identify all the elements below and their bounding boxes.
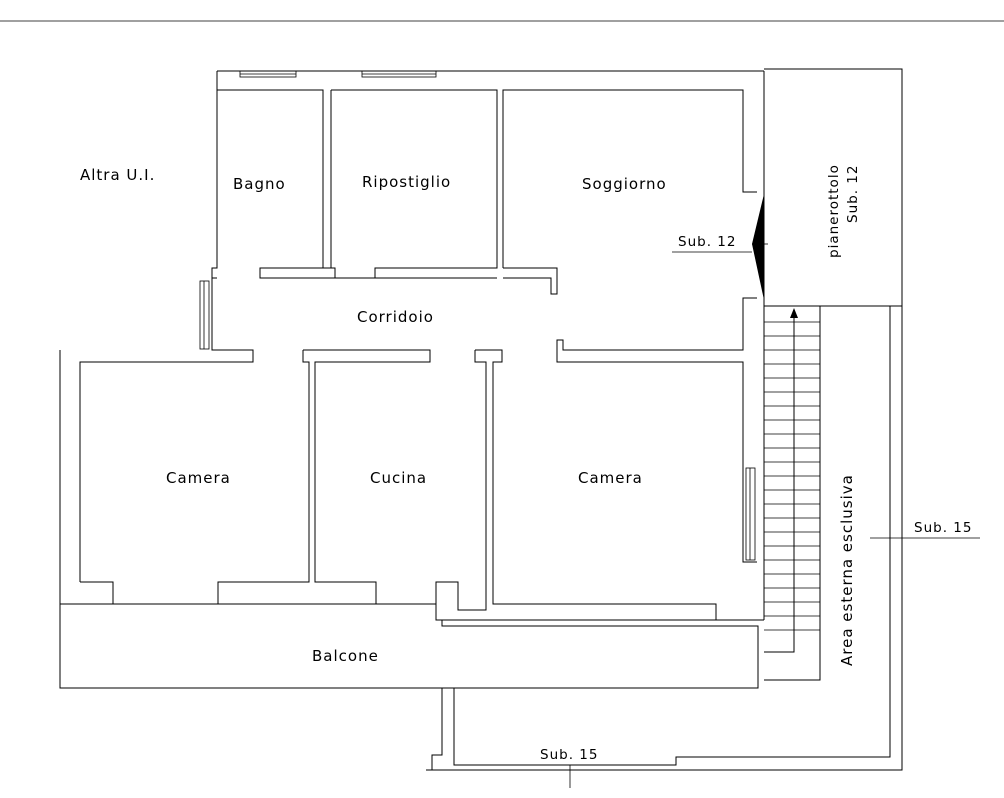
label-pianerottolo: pianerottolo (826, 164, 842, 258)
label-altra-ui: Altra U.I. (80, 166, 155, 184)
label-bagno: Bagno (233, 175, 286, 193)
windows (199, 70, 756, 561)
label-pianerottolo-sub: Sub. 12 (845, 165, 861, 223)
label-sub15-right: Sub. 15 (914, 520, 972, 536)
label-camera-right: Camera (578, 469, 643, 487)
corridoio-walls (79, 278, 254, 582)
label-area-esterna: Area esterna esclusiva (838, 474, 856, 666)
label-camera-left: Camera (166, 469, 231, 487)
label-balcone: Balcone (312, 647, 379, 665)
label-cucina: Cucina (370, 469, 427, 487)
entrance-door-symbol (752, 194, 764, 300)
label-soggiorno: Soggiorno (582, 175, 667, 193)
label-sub12-door: Sub. 12 (678, 234, 736, 250)
balcone-walls (59, 603, 759, 689)
label-corridoio: Corridoio (357, 308, 434, 326)
soggiorno-walls (502, 89, 757, 268)
label-sub15-bottom: Sub. 15 (540, 747, 598, 763)
staircase (764, 305, 821, 681)
label-ripostiglio: Ripostiglio (362, 173, 451, 191)
